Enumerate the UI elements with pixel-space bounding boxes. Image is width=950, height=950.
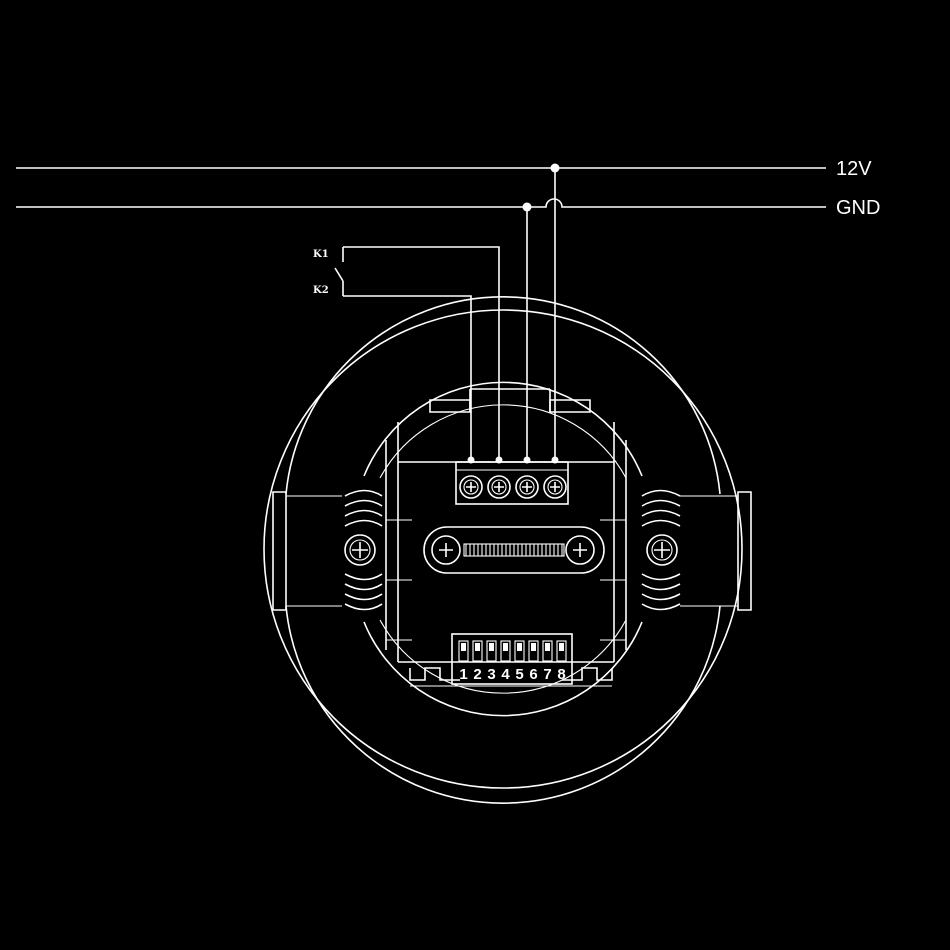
rail-12v-label: 12V	[836, 158, 872, 180]
dip-lever[interactable]	[556, 640, 567, 662]
left-clip-bracket	[272, 491, 287, 611]
dip-number-label: 7	[543, 666, 551, 683]
terminal-cross-icon	[522, 482, 532, 492]
dip-lever-knob	[545, 643, 550, 651]
wire-k2	[343, 295, 472, 460]
terminal-contact-dot	[495, 456, 503, 464]
right-clip-bracket	[737, 491, 752, 611]
top-notch-bridge	[469, 388, 551, 412]
dip-number-label: 6	[529, 666, 537, 683]
terminal-screw-head	[487, 475, 511, 499]
dip-lever[interactable]	[528, 640, 539, 662]
terminal-housing	[455, 461, 569, 505]
terminal-screw-ring	[547, 479, 563, 495]
left-mount-screw-inner	[349, 539, 371, 561]
right-clip-arms	[680, 495, 738, 607]
dip-lever[interactable]	[472, 640, 483, 662]
terminal-contact-dot	[523, 456, 531, 464]
inner-ring-bottom	[285, 605, 721, 804]
left-spring-bottom	[344, 573, 383, 611]
slot-scale-ticks	[465, 544, 563, 556]
dip-lever[interactable]	[542, 640, 553, 662]
terminal-screw	[459, 456, 483, 499]
slot-frame	[423, 526, 605, 574]
dip-number-label: 5	[515, 666, 523, 683]
left-screw-cross-icon	[352, 542, 368, 558]
terminal-screw-ring	[491, 479, 507, 495]
dip-number-label: 3	[487, 666, 495, 683]
dip-lever[interactable]	[458, 640, 469, 662]
relay-k2-label: K2	[313, 285, 329, 296]
right-spring-top	[641, 489, 681, 527]
right-spring-bottom	[641, 573, 681, 611]
dip-lever-knob	[503, 643, 508, 651]
relay-switch-blade	[334, 267, 344, 282]
sensor-housing	[263, 296, 743, 804]
spring-clip-right	[641, 489, 752, 611]
dip-lever-knob	[517, 643, 522, 651]
module-inner-bottom	[379, 619, 627, 694]
terminal-cross-icon	[550, 482, 560, 492]
dip-lever-knob	[475, 643, 480, 651]
bottom-crenellation	[409, 667, 613, 681]
left-spring-top	[344, 489, 383, 527]
dip-lever-knob	[559, 643, 564, 651]
terminal-screw-head	[459, 475, 483, 499]
module-inner-top	[379, 404, 627, 479]
outer-ring	[263, 309, 743, 789]
dip-housing	[451, 633, 573, 685]
right-screw-cross-icon	[654, 542, 670, 558]
dip-number-label: 2	[473, 666, 481, 683]
relay-contacts: K1 K2	[313, 246, 500, 460]
dip-lever-knob	[461, 643, 466, 651]
terminal-screws	[459, 456, 567, 499]
terminal-block	[455, 456, 569, 505]
relay-k1-label: K1	[313, 249, 329, 260]
spring-clip-left	[272, 489, 383, 611]
left-mount-screw	[344, 534, 376, 566]
slot-screw-left	[431, 535, 461, 565]
dip-lever[interactable]	[500, 640, 511, 662]
module-edge-bottom	[363, 621, 643, 717]
dip-number-label: 8	[557, 666, 565, 683]
dip-lever-knob	[531, 643, 536, 651]
dip-lever-knob	[489, 643, 494, 651]
terminal-screw	[487, 456, 511, 499]
right-mount-screw-inner	[651, 539, 673, 561]
right-mount-screw	[646, 534, 678, 566]
side-ticks	[386, 519, 626, 641]
rail-gnd-line	[16, 198, 826, 208]
terminal-contact-dot	[467, 456, 475, 464]
terminal-screw	[515, 456, 539, 499]
dip-lever[interactable]	[486, 640, 497, 662]
terminal-screw-ring	[519, 479, 535, 495]
dip-levers	[458, 640, 567, 662]
terminal-contact-dot	[551, 456, 559, 464]
terminal-cross-icon	[466, 482, 476, 492]
terminal-screw-head	[543, 475, 567, 499]
adjustment-slot	[423, 526, 605, 574]
terminal-screw-ring	[463, 479, 479, 495]
dip-lever[interactable]	[514, 640, 525, 662]
slot-screw-right-cross-icon	[573, 543, 587, 557]
slot-screw-right	[565, 535, 595, 565]
terminal-cross-icon	[494, 482, 504, 492]
power-rails: 12V GND	[16, 158, 880, 219]
left-clip-arms	[286, 495, 342, 607]
terminal-screw	[543, 456, 567, 499]
inner-ring-top	[285, 296, 721, 495]
dip-number-label: 4	[501, 666, 510, 683]
terminal-screw-head	[515, 475, 539, 499]
slot-screw-left-cross-icon	[439, 543, 453, 557]
rail-gnd-label: GND	[836, 197, 880, 219]
dip-number-label: 1	[459, 666, 467, 683]
